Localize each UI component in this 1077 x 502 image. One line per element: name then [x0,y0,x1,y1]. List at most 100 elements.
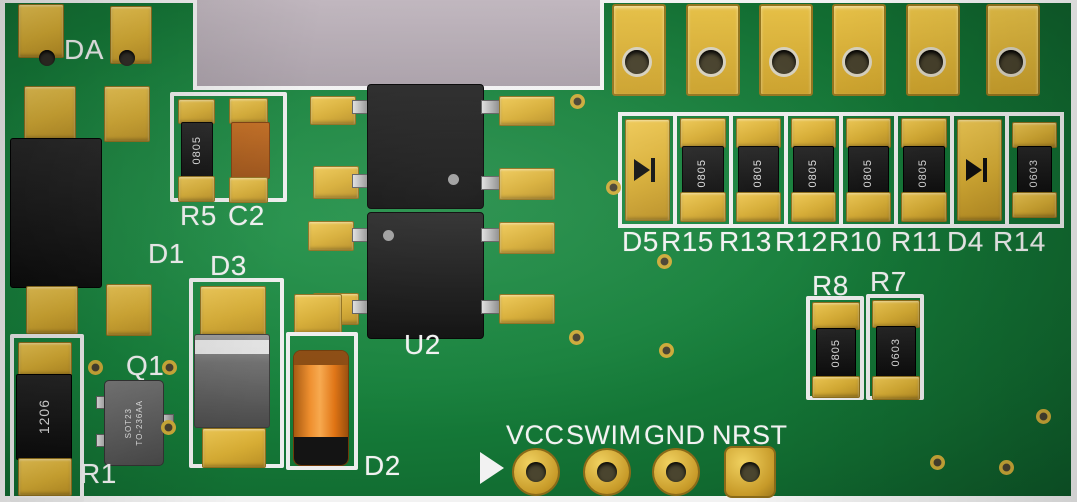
pad [104,86,150,142]
connector-pad [906,4,960,96]
resistor-r5-body: 0805 [181,122,213,178]
drill-hole [597,462,617,482]
pad [846,118,892,148]
board-edge-top-left [0,0,196,3]
silkscreen-label-r5: R5 [180,200,217,231]
pad [294,294,342,334]
resistor-r8-marking: 0805 [829,338,842,368]
via-hole [570,94,585,109]
pad [680,192,726,222]
ic-u2-bottom-body [367,212,484,339]
pad [846,192,892,222]
component-d3-stripe [195,340,269,354]
silkscreen-label-d1: D1 [148,238,185,269]
board-edge-left [0,0,5,502]
drill-hole [919,50,943,74]
silkscreen-box-r8 [806,296,864,400]
component-strip: 0805 0805 0805 0805 0805 [618,112,1064,228]
silkscreen-label-u2: U2 [404,329,441,360]
pad [26,286,78,334]
pad [735,192,781,222]
silkscreen-label-r15: R15 [661,226,714,257]
pad [499,222,555,254]
silkscreen-label-da: DA [64,34,104,65]
silkscreen-label-d3: D3 [210,250,247,281]
resistor-r15-marking: 0805 [696,158,709,188]
drill-hole [999,50,1023,74]
pad [106,284,152,336]
pad [178,176,215,202]
pad [790,118,836,148]
pad [680,118,726,148]
pad [310,96,356,125]
silkscreen-box-d2 [286,332,358,470]
notch-edge-left [193,0,197,90]
silkscreen-box-r1 [10,334,84,502]
gnd-through-hole-pad [652,448,700,496]
ic-u2-top-body [367,84,484,209]
drill-hole [119,50,135,66]
transistor-q1-marking-2: TO-236AA [134,400,144,446]
resistor-r7-body: 0603 [876,326,916,378]
pad [313,166,359,199]
silkscreen-label-c2: C2 [228,200,265,231]
pad [18,458,72,496]
ic-pin [481,176,500,190]
resistor-r14-body: 0603 [1016,146,1052,200]
silkscreen-label-d4: D4 [947,226,984,257]
silkscreen-label-r8: R8 [812,270,849,301]
silkscreen-label-gnd: GND [644,420,706,450]
resistor-r1-marking: 1206 [36,399,52,435]
swim-through-hole-pad [583,448,631,496]
diode-d4 [954,116,1009,224]
pad [790,192,836,222]
component-d2-body [293,350,349,466]
drill-hole [699,50,723,74]
connector-pad [986,4,1040,96]
notch-edge-right [600,0,604,90]
connector-pad [686,4,740,96]
connector-pad [832,4,886,96]
resistor-r13-marking: 0805 [751,158,764,188]
resistor-r14-marking: 0603 [1027,158,1040,188]
silkscreen-label-r12: R12 [775,226,828,257]
pad [229,98,268,124]
resistor-r13: 0805 [733,116,788,224]
diode-d5 [622,116,678,224]
board-edge-top-right [600,0,1077,3]
capacitor-c2-body [231,122,270,179]
resistor-r14: 0603 [1009,116,1060,224]
ic-pin [481,100,500,114]
via-hole [1036,409,1051,424]
resistor-r8-body: 0805 [816,328,856,378]
board-edge-bottom [0,496,1077,502]
pad [872,300,920,328]
vcc-through-hole-pad [512,448,560,496]
transistor-q1-marking-1: SOT23 [123,407,133,439]
resistor-r11: 0805 [898,116,954,224]
resistor-r12-marking: 0805 [806,158,819,188]
via-hole [88,360,103,375]
resistor-r7-marking: 0603 [889,337,902,367]
pad [308,221,354,251]
component-d2-bottom-band [294,437,348,465]
drill-hole [625,50,649,74]
pin1-arrow-icon [480,452,504,484]
via-hole [569,330,584,345]
pad [24,86,76,140]
pad [901,118,947,148]
silkscreen-box-r5-c2 [170,92,287,202]
resistor-r10: 0805 [843,116,899,224]
drill-hole [772,50,796,74]
via-hole [659,343,674,358]
drill-hole [666,462,686,482]
pad [812,376,860,398]
pad [812,302,860,330]
pad [18,4,64,58]
pad [901,192,947,222]
drill-hole [845,50,869,74]
pad [1011,122,1057,148]
diode-symbol-triangle [634,159,650,181]
component-d2-top-band [294,351,348,365]
